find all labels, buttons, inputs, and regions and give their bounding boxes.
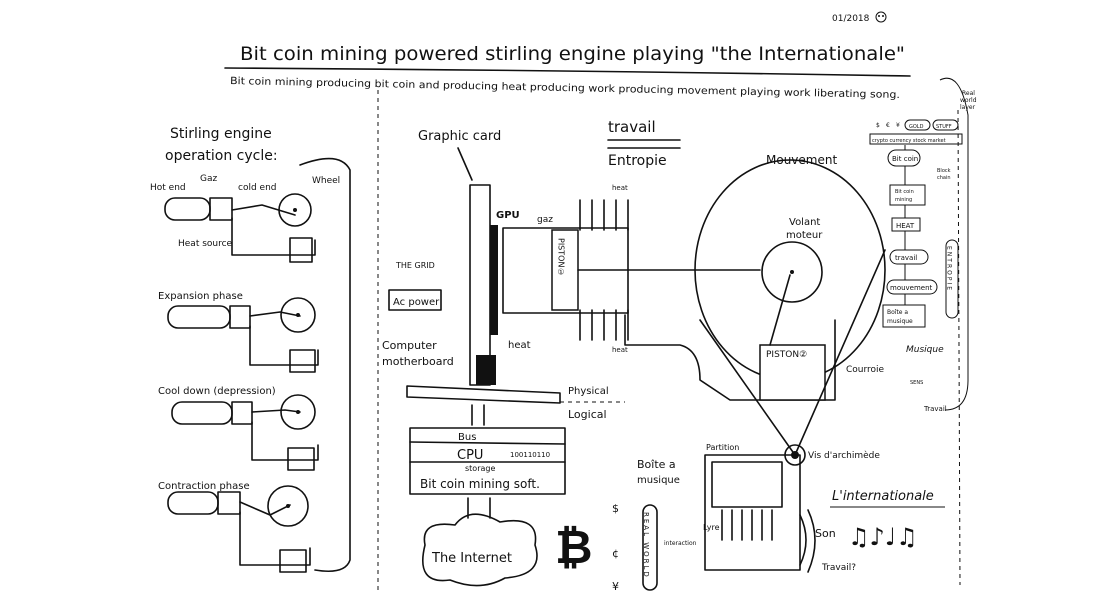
label-binary: 100110110 [510,451,550,459]
label-motherboard-2: motherboard [382,355,454,368]
label-heat-source: Heat source [178,239,233,249]
fc-block: Block [937,168,951,174]
fc-bitcoin: Bit coin [892,155,918,163]
label-ac-power: Ac power [393,297,440,308]
stage-1 [164,193,316,263]
fc-heat: HEAT [896,222,915,230]
music-box [704,454,801,571]
fc-sens: SENS [910,380,923,386]
label-interaction: interaction [664,540,697,547]
label-entropie: Entropie [608,153,667,169]
label-mouvement: Mouvement [766,153,837,167]
label-real-world: REAL WORLD [642,512,650,579]
asset-yen: ¥ [896,122,900,129]
label-layer: layer [960,104,976,111]
stirling-cycle: Stirling engine operation cycle: Hot end… [150,126,351,573]
yen-symbol: ¥ [612,580,619,593]
asset-stuff: STUFF [936,124,952,130]
label-storage: storage [465,464,495,473]
label-cold-end: cold end [238,183,276,193]
fc-entropie: ENTROPIE [946,246,953,292]
label-son: Son [815,527,836,540]
cycle-heading-1: Stirling engine [170,126,272,142]
label-wheel: Wheel [312,176,340,186]
label-volant-2: moteur [786,230,823,241]
asset-euro: € [886,122,890,129]
music-notes-icon: ♫♪♩♫ [848,523,918,551]
label-world: world [960,97,977,104]
label-travail-question: Travail? [821,563,856,573]
flowchart: Real world layer $ € ¥ GOLD STUFF crypto… [869,77,977,413]
asset-gold: GOLD [909,124,924,130]
bitcoin-icon: ₿ [555,520,593,574]
label-gaz-engine: gaz [537,215,553,225]
label-physical: Physical [568,386,609,397]
gpu-chip [490,225,498,335]
stage-2 [167,297,319,373]
date: 01/2018 [832,14,870,24]
engine-section: travail Entropie Mouvement heat heat gaz… [502,118,945,573]
phase-expansion: Expansion phase [158,291,243,302]
asset-dollar: $ [876,122,880,129]
label-logical: Logical [568,408,607,421]
page-title: Bit coin mining powered stirling engine … [240,43,905,65]
fc-mouvement: mouvement [890,284,933,292]
label-lyre: Lyre [703,523,720,532]
label-vis: Vis d'archimède [808,450,880,461]
label-graphic-card: Graphic card [418,129,501,144]
label-internationale: L'internationale [832,489,934,504]
internet-cloud [421,513,538,587]
label-courroie: Courroie [846,365,885,375]
fc-musique: Musique [906,345,944,355]
label-piston-1: PISTON① [557,238,566,276]
label-volant-1: Volant [789,217,820,228]
fc-boite-2: musique [887,318,913,325]
dollar-symbol: $ [612,502,619,515]
stage-3 [171,394,319,471]
label-real: Real [962,90,975,97]
fc-travail: travail [895,254,917,262]
cent-symbol: ¢ [612,547,619,560]
label-piston-2: PISTON② [766,350,807,360]
piston-2 [759,344,826,401]
label-travail: travail [608,118,656,136]
motherboard [406,385,561,404]
phase-cooldown: Cool down (depression) [158,386,276,397]
computer-section: Graphic card GPU THE GRID Ac power Compu… [382,129,697,593]
label-gpu: GPU [496,210,520,221]
label-market: crypto currency stock market [872,138,946,144]
label-internet: The Internet [431,551,512,566]
title-underline [224,67,911,77]
label-bus: Bus [458,432,476,443]
cycle-heading-2: operation cycle: [165,148,278,164]
label-boite-2: musique [637,475,680,486]
label-the-grid: THE GRID [395,261,435,270]
label-cpu: CPU [457,448,483,463]
label-boite-1: Boîte a [637,458,676,471]
label-software: Bit coin mining soft. [420,477,540,491]
label-heat-bottom: heat [612,346,628,354]
fc-mining-2: mining [895,197,912,203]
fc-travail-end: Travail [923,405,947,413]
label-heat-gpu: heat [508,340,531,351]
fc-mining-1: Bit coin [895,189,914,195]
divider-right [957,109,961,586]
label-motherboard-1: Computer [382,339,437,352]
stage-4 [167,485,311,573]
label-hot-end: Hot end [150,183,186,193]
logical-stack [409,427,566,495]
subtitle: Bit coin mining producing bit coin and p… [230,76,900,101]
label-gaz: Gaz [200,174,217,184]
phase-contraction: Contraction phase [158,481,250,492]
fc-boite-1: Boîte a [887,309,908,316]
label-heat-top: heat [612,184,628,192]
fc-chain: chain [937,175,951,181]
skull-icon [875,11,887,23]
label-partition: Partition [706,443,739,452]
